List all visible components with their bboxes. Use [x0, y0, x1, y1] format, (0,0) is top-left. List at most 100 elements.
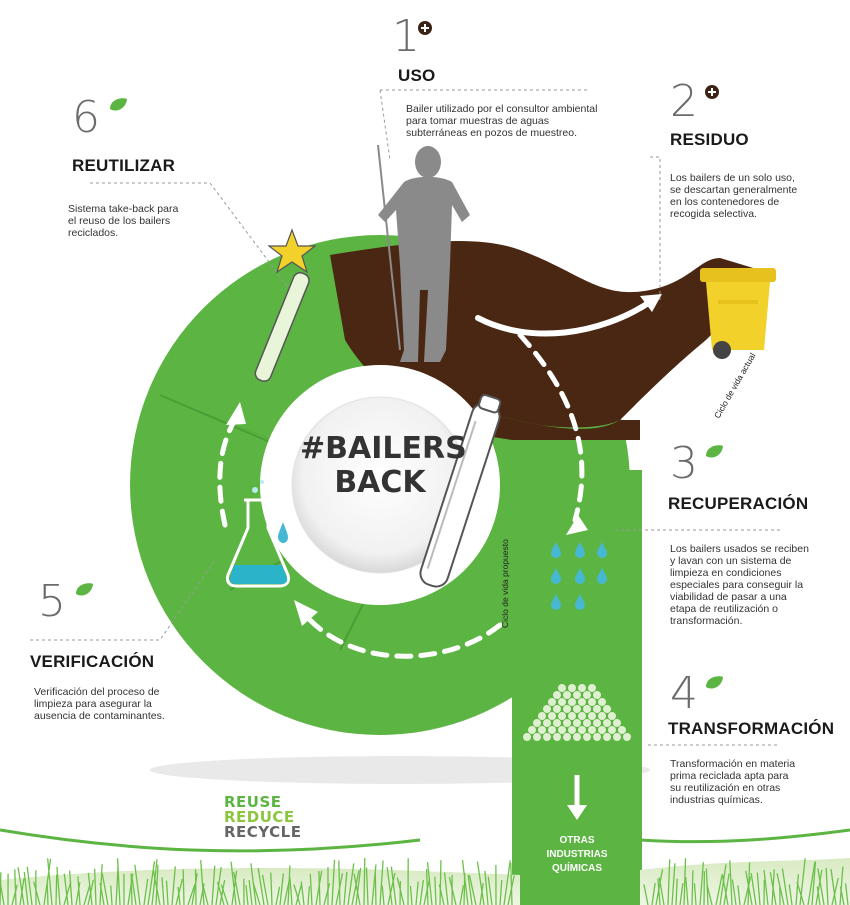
grass-blade: [729, 860, 733, 905]
grass-blade: [110, 885, 113, 905]
step-3-number: 3: [670, 438, 698, 489]
grass-blade: [715, 875, 723, 905]
grass-blade: [386, 867, 393, 905]
pellet: [593, 719, 601, 727]
grass-blade: [270, 872, 273, 905]
pellet: [583, 691, 591, 699]
grass-blade: [199, 883, 205, 905]
grass-swoosh-left: [0, 828, 421, 853]
water-drops-icon: [551, 542, 607, 610]
grass-blade: [390, 866, 397, 905]
grass-blade: [499, 880, 503, 905]
pellet: [533, 719, 541, 727]
center-line2: BACK: [334, 465, 426, 500]
grass-blade: [671, 863, 676, 905]
grass-blade: [202, 886, 209, 905]
proposed-cycle-label: Ciclo de vida propuesto: [500, 539, 510, 628]
pellet: [538, 726, 546, 734]
pellet: [598, 698, 606, 706]
pellet: [573, 705, 581, 713]
grass-blade: [788, 884, 793, 905]
grass-blade: [63, 873, 69, 905]
reduce-text: REDUCE: [224, 808, 295, 826]
pellet: [558, 698, 566, 706]
pellet: [618, 726, 626, 734]
grass-blade: [387, 872, 396, 905]
grass-blade: [743, 876, 752, 905]
pellet: [593, 733, 601, 741]
grass-blade: [769, 872, 777, 905]
grass-blades: [0, 857, 849, 905]
pellet: [568, 698, 576, 706]
pellet: [588, 684, 596, 692]
grass-blade: [152, 870, 161, 905]
center-hashtag: #BAILERS BACK: [300, 432, 467, 500]
grass-blade: [381, 885, 385, 905]
pellet: [548, 698, 556, 706]
flask-icon: [226, 480, 290, 588]
grass-blade: [33, 881, 41, 905]
grass-blade: [693, 883, 697, 905]
pellet: [558, 712, 566, 720]
grass-blade: [476, 861, 485, 905]
grass-blade: [257, 868, 265, 905]
pellet: [588, 712, 596, 720]
grass-blade: [130, 873, 133, 905]
grass-blade: [484, 870, 489, 905]
grass-blade: [815, 869, 823, 905]
grass-blade: [443, 872, 449, 905]
grass-blade: [309, 873, 313, 905]
pellet: [578, 698, 586, 706]
grass-blade: [200, 860, 205, 905]
pellet: [573, 691, 581, 699]
grass-blade: [93, 868, 97, 905]
grass-blade: [699, 862, 705, 905]
grass-blade: [365, 867, 369, 905]
grass-blade: [17, 867, 25, 905]
grass-blade: [776, 873, 785, 905]
grass-blade: [479, 883, 484, 905]
pellet: [588, 726, 596, 734]
reused-bailer-icon: [254, 272, 310, 382]
pellet-pile-icon: [523, 684, 631, 741]
pellet: [558, 684, 566, 692]
pellet: [603, 733, 611, 741]
pellet: [593, 705, 601, 713]
current-cycle-arrow: [475, 299, 653, 337]
reuse-reduce-recycle-logo: REUSE REDUCE RECYCLE: [224, 795, 301, 840]
grass-blade: [0, 883, 5, 905]
grass-blade: [143, 878, 149, 905]
grass-blade: [448, 876, 457, 905]
grass-blade: [811, 861, 817, 905]
grass-blade: [839, 886, 845, 905]
grass-blade: [230, 861, 237, 905]
grass-blade: [68, 870, 73, 905]
pellet: [553, 733, 561, 741]
grass-blade: [131, 878, 137, 905]
grass-blade: [796, 881, 805, 905]
grass-blade: [438, 884, 445, 905]
current-cycle-arrowhead: [640, 294, 662, 312]
pellet: [603, 719, 611, 727]
pellet: [608, 726, 616, 734]
grass-blade: [134, 864, 141, 905]
grass-blade: [839, 866, 844, 905]
person-silhouette-icon: [378, 146, 470, 362]
grass-blade: [396, 877, 405, 905]
pellet: [623, 733, 631, 741]
grass-blade: [252, 881, 261, 905]
grass-blade: [351, 870, 360, 905]
pellet: [583, 733, 591, 741]
grass-blade: [657, 878, 661, 905]
pellet: [568, 726, 576, 734]
grass-blade: [155, 864, 159, 905]
grass-blade: [191, 873, 198, 905]
grass-blade: [825, 868, 829, 905]
grass-blade: [151, 859, 158, 905]
pellet: [553, 691, 561, 699]
grass-blade: [289, 878, 293, 905]
grass-blade: [747, 862, 751, 905]
pellet: [583, 719, 591, 727]
pellet: [578, 712, 586, 720]
